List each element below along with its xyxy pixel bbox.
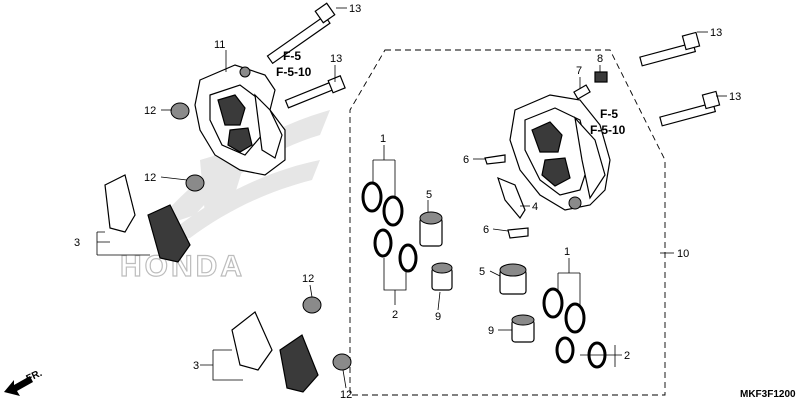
label-13b: 13 [330,53,342,65]
label-3a: 3 [74,237,80,249]
bolt-mid-left [284,75,346,109]
label-12d: 12 [340,389,352,401]
label-2a: 2 [392,309,398,321]
label-1b: 1 [564,246,570,258]
label-3b: 3 [193,360,199,372]
ref-left-line2: F-5-10 [276,65,312,79]
diagram-code: MKF3F1200 [740,389,796,400]
label-1a: 1 [380,133,386,145]
label-6b: 6 [483,224,489,236]
brake-pad-set-upper [104,174,191,263]
caliper-assembly-boundary [349,49,666,396]
ref-right-line1: F-5 [600,107,618,121]
bolt-lower-right [659,90,721,127]
bleed-screw [573,84,591,100]
bolt-upper-left [266,2,336,65]
front-direction-arrow: FR. [4,368,44,396]
front-direction-label: FR. [25,368,44,385]
ref-left-line1: F-5 [283,49,301,63]
nut-12-b [185,174,205,192]
piston-set-left [419,211,453,291]
label-5a: 5 [426,189,432,201]
bolt-upper-right [639,31,701,67]
label-4: 4 [532,201,538,213]
label-12c: 12 [302,273,314,285]
right-caliper [509,94,611,211]
label-8: 8 [597,53,603,65]
ref-right-line2: F-5-10 [590,123,626,137]
label-13c: 13 [710,27,722,39]
pad-spring [497,176,526,220]
left-caliper [194,64,286,176]
label-9b: 9 [488,325,494,337]
label-2b: 2 [624,350,630,362]
label-5b: 5 [479,266,485,278]
bleed-cap [594,71,608,83]
label-13d: 13 [729,91,741,103]
leader-lines [96,7,727,389]
brake-pad-set-lower [231,311,319,393]
label-13a: 13 [349,3,361,15]
seal-set-left [361,181,418,273]
pad-pin-lower [507,227,529,239]
piston-set-right [499,263,535,343]
label-9a: 9 [435,311,441,323]
label-6a: 6 [463,154,469,166]
label-12b: 12 [144,172,156,184]
pad-pin-upper [484,154,506,165]
label-11: 11 [214,39,225,51]
label-7: 7 [576,65,582,77]
label-12a: 12 [144,105,156,117]
nut-12-a [170,102,190,120]
label-10: 10 [677,248,689,260]
nut-12-d [332,353,352,371]
nut-12-c [302,296,322,314]
